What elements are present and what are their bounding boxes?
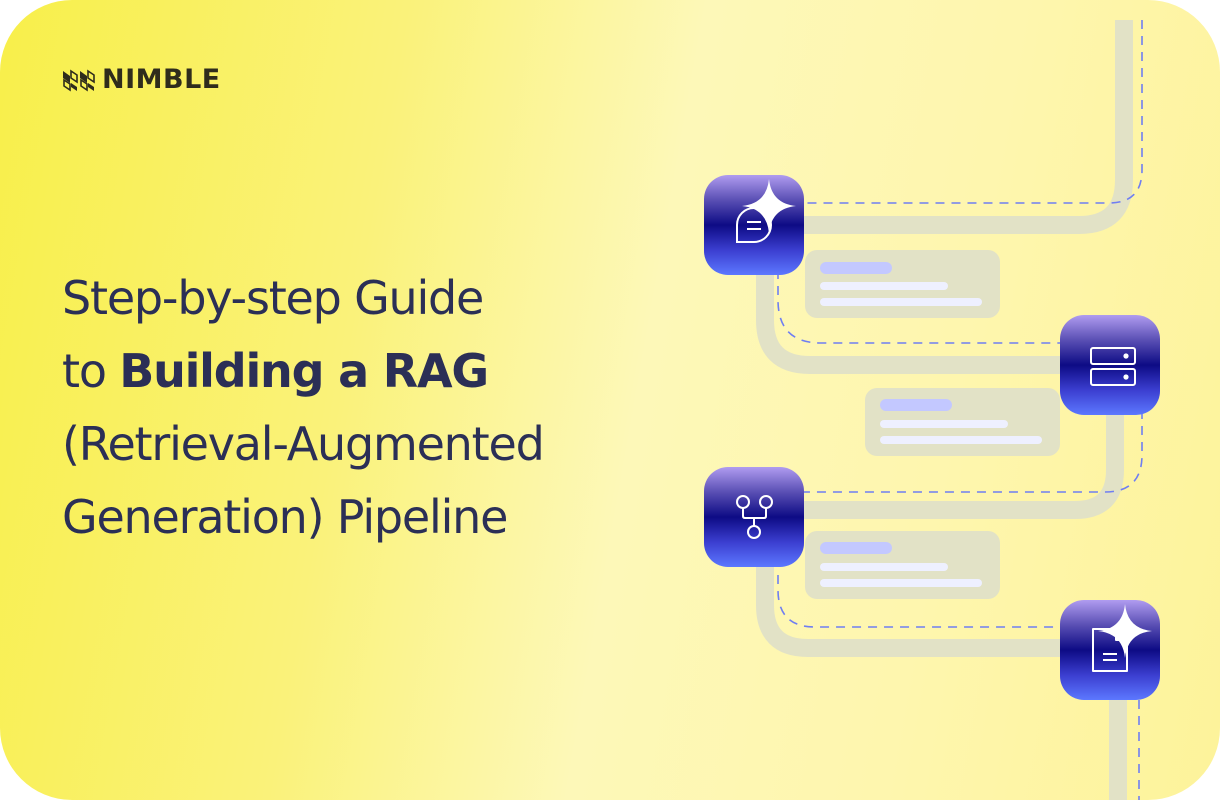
brand-name: NIMBLE	[102, 64, 221, 95]
nimble-logo-icon	[63, 69, 95, 91]
title-line-3: (Retrieval-Augmented	[62, 417, 545, 471]
pipeline-step-query	[704, 175, 804, 275]
title-line-1: Step-by-step Guide	[62, 271, 484, 325]
pipeline-step-retrieval	[1060, 315, 1160, 415]
placeholder-card-2	[865, 388, 1060, 456]
branch-merge-icon	[736, 495, 773, 539]
title-line-2-bold: Building a RAG	[119, 344, 489, 398]
pipeline-step-generation	[1060, 600, 1160, 700]
page-title: Step-by-step Guide to Building a RAG (Re…	[62, 262, 682, 554]
pipeline-step-augmentation	[704, 467, 804, 567]
server-database-icon	[1090, 347, 1136, 386]
title-line-2-prefix: to	[62, 344, 120, 398]
pipeline-dashed-path	[777, 20, 1143, 800]
placeholder-card-3	[805, 531, 1000, 599]
sparkle-icon	[1098, 604, 1152, 658]
title-line-4: Generation) Pipeline	[62, 490, 508, 544]
placeholder-card-1	[805, 250, 1000, 318]
sparkle-icon	[742, 179, 796, 233]
title-line-2: to Building a RAG	[62, 335, 682, 408]
nimble-logo: NIMBLE	[62, 66, 221, 93]
